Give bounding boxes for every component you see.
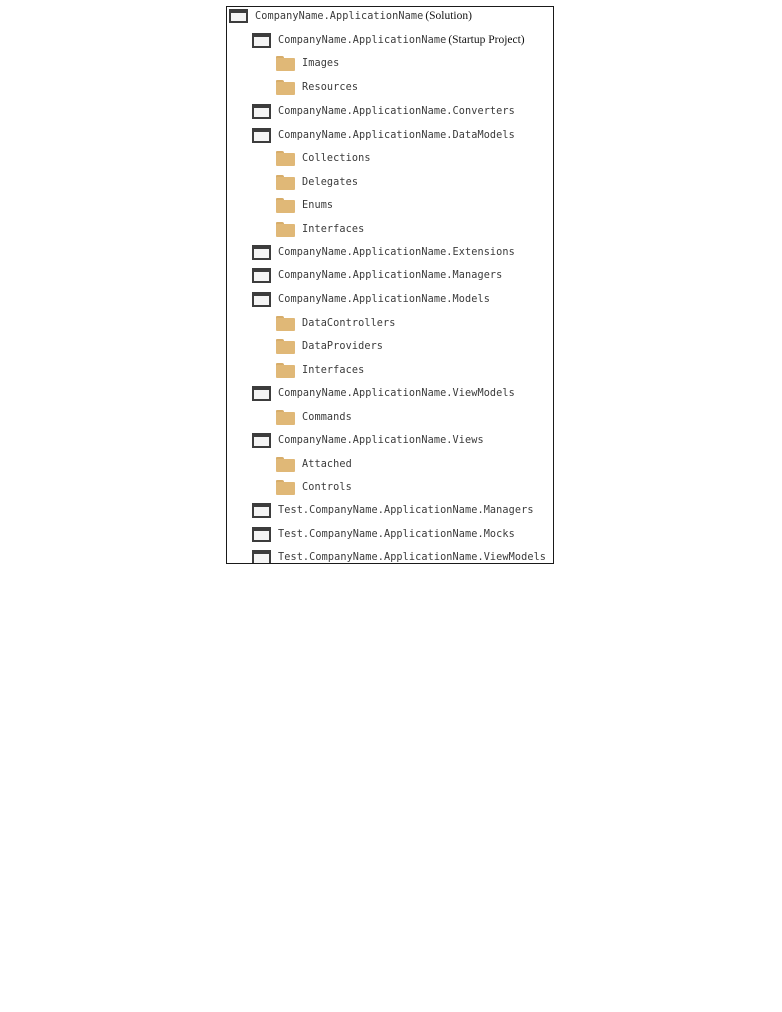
- project-window-icon: [252, 267, 271, 283]
- node-label: Interfaces: [302, 364, 365, 376]
- tree-node-project-test-viewmodels[interactable]: Test.CompanyName.ApplicationName.ViewMod…: [252, 546, 547, 563]
- node-suffix: (Solution): [425, 10, 472, 22]
- tree-node-startup-project[interactable]: CompanyName.ApplicationName (Startup Pro…: [252, 29, 525, 51]
- node-label: CompanyName.ApplicationName.Models: [278, 293, 490, 305]
- tree-node-folder-controls[interactable]: Controls: [276, 476, 352, 498]
- node-label: CompanyName.ApplicationName.Extensions: [278, 246, 515, 258]
- node-label: CompanyName.ApplicationName: [255, 10, 424, 22]
- node-label: Images: [302, 57, 340, 69]
- tree-node-project-viewmodels[interactable]: CompanyName.ApplicationName.ViewModels: [252, 382, 515, 404]
- folder-icon: [276, 55, 295, 71]
- tree-node-folder-interfaces[interactable]: Interfaces: [276, 359, 364, 381]
- node-label: DataProviders: [302, 340, 384, 352]
- tree-node-folder-commands[interactable]: Commands: [276, 406, 352, 428]
- node-label: Attached: [302, 458, 352, 470]
- node-suffix: (Startup Project): [448, 34, 525, 46]
- tree-node-solution[interactable]: CompanyName.ApplicationName (Solution): [229, 7, 472, 27]
- tree-node-folder-dataproviders[interactable]: DataProviders: [276, 335, 383, 357]
- tree-node-folder-enums[interactable]: Enums: [276, 194, 333, 216]
- folder-icon: [276, 362, 295, 378]
- project-window-icon: [252, 432, 271, 448]
- node-label: Test.CompanyName.ApplicationName.ViewMod…: [278, 551, 547, 563]
- project-window-icon: [252, 502, 271, 518]
- folder-icon: [276, 79, 295, 95]
- project-window-icon: [252, 32, 271, 48]
- project-window-icon: [252, 526, 271, 542]
- node-label: Enums: [302, 199, 334, 211]
- tree-node-folder-collections[interactable]: Collections: [276, 147, 371, 169]
- node-label: Collections: [302, 152, 371, 164]
- node-label: CompanyName.ApplicationName.ViewModels: [278, 387, 515, 399]
- node-label: Interfaces: [302, 223, 365, 235]
- node-label: CompanyName.ApplicationName.Views: [278, 434, 484, 446]
- node-label: CompanyName.ApplicationName.Managers: [278, 269, 503, 281]
- node-label: Test.CompanyName.ApplicationName.Manager…: [278, 504, 534, 516]
- folder-icon: [276, 456, 295, 472]
- node-label: Resources: [302, 81, 359, 93]
- tree-node-project-views[interactable]: CompanyName.ApplicationName.Views: [252, 429, 484, 451]
- folder-icon: [276, 174, 295, 190]
- folder-icon: [276, 479, 295, 495]
- tree-node-folder-images[interactable]: Images: [276, 52, 339, 74]
- node-label: Delegates: [302, 176, 359, 188]
- project-window-icon: [252, 244, 271, 260]
- node-label: CompanyName.ApplicationName.DataModels: [278, 129, 515, 141]
- folder-icon: [276, 338, 295, 354]
- node-label: CompanyName.ApplicationName: [278, 34, 447, 46]
- project-window-icon: [252, 103, 271, 119]
- tree-node-project-managers[interactable]: CompanyName.ApplicationName.Managers: [252, 264, 502, 286]
- solution-explorer-tree: CompanyName.ApplicationName (Solution) C…: [226, 6, 554, 564]
- tree-node-folder-datacontrollers[interactable]: DataControllers: [276, 312, 396, 334]
- folder-icon: [276, 221, 295, 237]
- tree-node-folder-resources[interactable]: Resources: [276, 76, 358, 98]
- node-label: Test.CompanyName.ApplicationName.Mocks: [278, 528, 515, 540]
- tree-node-project-models[interactable]: CompanyName.ApplicationName.Models: [252, 288, 490, 310]
- tree-node-project-test-managers[interactable]: Test.CompanyName.ApplicationName.Manager…: [252, 499, 534, 521]
- project-window-icon: [252, 549, 271, 563]
- folder-icon: [276, 409, 295, 425]
- tree-node-folder-delegates[interactable]: Delegates: [276, 171, 358, 193]
- tree-node-project-converters[interactable]: CompanyName.ApplicationName.Converters: [252, 100, 515, 122]
- folder-icon: [276, 150, 295, 166]
- project-window-icon: [252, 291, 271, 307]
- node-label: Commands: [302, 411, 352, 423]
- node-label: CompanyName.ApplicationName.Converters: [278, 105, 515, 117]
- folder-icon: [276, 315, 295, 331]
- tree-node-folder-interfaces[interactable]: Interfaces: [276, 218, 364, 240]
- tree-node-folder-attached[interactable]: Attached: [276, 453, 352, 475]
- solution-window-icon: [229, 9, 248, 23]
- node-label: Controls: [302, 481, 352, 493]
- node-label: DataControllers: [302, 317, 396, 329]
- project-window-icon: [252, 385, 271, 401]
- tree-node-project-extensions[interactable]: CompanyName.ApplicationName.Extensions: [252, 241, 515, 263]
- project-window-icon: [252, 127, 271, 143]
- folder-icon: [276, 197, 295, 213]
- tree-node-project-datamodels[interactable]: CompanyName.ApplicationName.DataModels: [252, 124, 515, 146]
- tree-node-project-test-mocks[interactable]: Test.CompanyName.ApplicationName.Mocks: [252, 523, 515, 545]
